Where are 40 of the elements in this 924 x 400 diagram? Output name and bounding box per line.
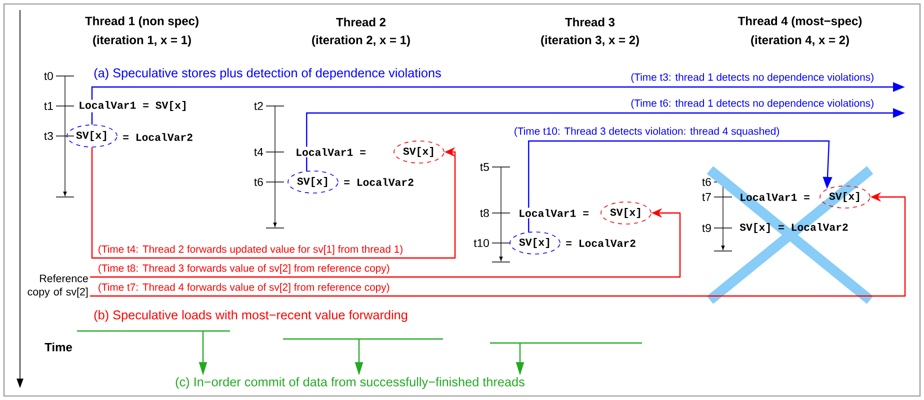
section-caption: (a) Speculative stores plus detection of dependence violations xyxy=(94,68,441,80)
thread-heading: Thread 1 (non spec) xyxy=(85,16,198,28)
time-tick-label: t5 xyxy=(480,163,489,171)
edge-label: (Time t4: Thread 2 forwards updated value for sv[1] from thread 1) xyxy=(97,244,404,256)
time-tick-label: t6 xyxy=(702,178,711,186)
time-tick-label: t10 xyxy=(474,239,489,247)
arrow xyxy=(91,147,456,259)
code-statement: = LocalVar2 xyxy=(566,239,636,247)
thread-heading: (iteration 3, x = 2) xyxy=(541,35,639,47)
time-tick-label: t3 xyxy=(44,132,53,140)
code-statement: LocalVar1 = xyxy=(740,193,810,201)
time-tick-label: t9 xyxy=(702,224,711,232)
edge-label: (Time t3: thread 1 detects no dependence violations) xyxy=(630,72,875,84)
reference-copy-label: Reference copy of sv[2] xyxy=(28,274,88,298)
arrow xyxy=(528,140,832,232)
code-statement: LocalVar1 = xyxy=(517,208,590,218)
time-tick-label: t0 xyxy=(44,72,53,80)
time-tick-label: t1 xyxy=(44,102,53,110)
time-tick-label: t4 xyxy=(254,148,264,156)
axis-label: Time xyxy=(44,342,72,352)
section-caption: (c) In−order commit of data from successfully−finished threads xyxy=(176,377,524,389)
thread-heading: Thread 4 (most−spec) xyxy=(738,16,862,28)
edge-label: (Time t8: Thread 3 forwards value of sv[2] from reference copy) xyxy=(97,264,390,275)
thread-heading: Thread 2 xyxy=(336,18,386,26)
code-statement: LocalVar1 = xyxy=(294,146,368,158)
code-statement: LocalVar1 = SV[x] xyxy=(77,100,189,112)
thread-heading: (iteration 4, x = 2) xyxy=(751,35,849,47)
time-tick-label: t2 xyxy=(254,102,263,110)
time-tick-label: t7 xyxy=(702,193,711,201)
edge-label: (Time t6: thread 1 detects no dependence violations) xyxy=(630,98,875,110)
thread-heading: (iteration 1, x = 1) xyxy=(93,35,191,47)
code-statement: SV[x] = LocalVar2 xyxy=(740,223,848,233)
section-caption: (b) Speculative loads with most−recent value forwarding xyxy=(94,310,408,322)
time-tick-label: t6 xyxy=(254,178,263,186)
edge-label: (Time t7: Thread 4 forwards value of sv[2] from reference copy) xyxy=(97,282,390,294)
time-tick-label: t8 xyxy=(480,209,489,217)
edge-label: (Time t10: Thread 3 detects violation: thread 4 squashed) xyxy=(513,126,780,138)
thread-heading: (iteration 2, x = 1) xyxy=(312,35,410,47)
code-statement: = LocalVar2 xyxy=(344,178,414,186)
thread-heading: Thread 3 xyxy=(565,18,615,26)
